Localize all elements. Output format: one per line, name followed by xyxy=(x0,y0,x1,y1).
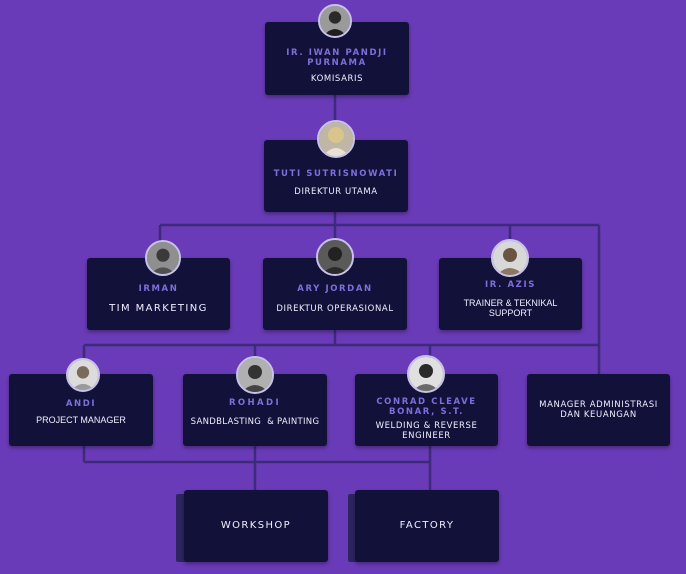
node-role: KOMISARIS xyxy=(310,73,364,84)
node-name: IR. AZIS xyxy=(485,280,536,290)
person-avatar-icon xyxy=(316,238,354,276)
node-role: FACTORY xyxy=(399,520,455,531)
node-name: ROHADI xyxy=(228,397,282,408)
node-factory: FACTORY xyxy=(355,490,499,562)
node-role: TIM MARKETING xyxy=(109,303,208,314)
node-operasional: ARY JORDAN DIREKTUR OPERASIONAL xyxy=(263,258,407,330)
person-avatar-icon xyxy=(407,355,445,393)
node-name: ARY JORDAN xyxy=(297,284,373,294)
node-name: ANDI xyxy=(65,399,97,409)
node-role: SANDBLASTING & PAINTING xyxy=(190,416,320,427)
node-administrasi: MANAGER ADMINISTRASI DAN KEUANGAN xyxy=(527,374,670,446)
node-name: CONRAD CLEAVE BONAR, S.T. xyxy=(376,397,477,417)
node-role: WELDING & REVERSE ENGINEER xyxy=(375,421,478,441)
node-role: PROJECT MANAGER xyxy=(36,415,126,425)
node-workshop: WORKSHOP xyxy=(184,490,328,562)
person-avatar-icon xyxy=(236,356,274,394)
person-avatar-icon xyxy=(491,239,529,277)
node-role: DIREKTUR OPERASIONAL xyxy=(276,304,394,314)
node-role: MANAGER ADMINISTRASI DAN KEUANGAN xyxy=(539,400,658,420)
node-role: WORKSHOP xyxy=(220,520,292,531)
person-avatar-icon xyxy=(145,240,181,276)
person-avatar-icon xyxy=(318,4,352,38)
person-avatar-icon xyxy=(66,358,100,392)
node-role: TRAINER & TEKNIKAL SUPPORT xyxy=(463,298,558,318)
node-role: DIREKTUR UTAMA xyxy=(294,187,378,197)
person-avatar-icon xyxy=(317,120,355,158)
node-name: TUTI SUTRISNOWATI xyxy=(273,169,399,179)
node-marketing: IRMAN TIM MARKETING xyxy=(87,258,230,330)
node-name: IRMAN xyxy=(138,284,179,294)
node-name: IR. IWAN PANDJI PURNAMA xyxy=(286,47,388,68)
